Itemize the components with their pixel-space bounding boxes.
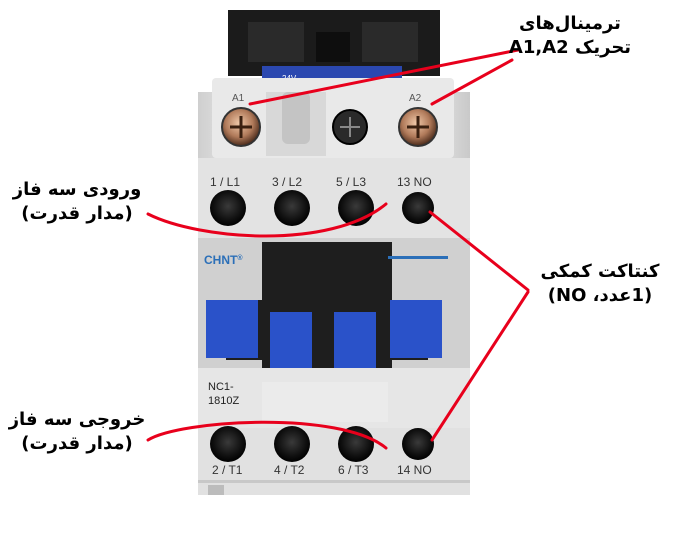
callout-three-phase-input: ورودی سه فاز (مدار قدرت) xyxy=(2,178,152,227)
callout-aux-line-2: (1عدد، NO) xyxy=(547,285,653,307)
label-6-t3: 6 / T3 xyxy=(338,463,369,477)
label-13-no: 13 NO xyxy=(397,175,432,189)
svg-text:CHNT®: CHNT® xyxy=(204,253,243,267)
coil-terminal-screws xyxy=(221,107,438,147)
brand-registered-mark: ® xyxy=(237,254,243,262)
upper-terminal-holes xyxy=(210,190,434,226)
blue-actuator-blocks xyxy=(206,300,442,368)
input-arc xyxy=(146,202,388,238)
leader-aux-lower xyxy=(430,290,530,442)
model-line-2: 1810Z xyxy=(208,395,239,407)
label-a2: A2 xyxy=(409,93,422,104)
label-1-l1: 1 / L1 xyxy=(210,175,240,189)
callout-auxiliary-contact: کنتاکت کمکی (1عدد، NO) xyxy=(520,260,680,309)
lower-terminal-holes xyxy=(210,426,434,462)
model-line-1: NC1- xyxy=(208,381,234,393)
label-14-no: 14 NO xyxy=(397,463,432,477)
label-2-t1: 2 / T1 xyxy=(212,463,243,477)
callout-coil-terminals: ترمینال‌های تحریک A1,A2 xyxy=(470,12,670,61)
callout-input-line-2: (مدار قدرت) xyxy=(21,203,133,225)
leader-aux-upper xyxy=(428,210,530,292)
brand-logo: CHNT xyxy=(204,253,238,267)
leader-a2 xyxy=(430,58,514,106)
callout-coil-line-2: تحریک A1,A2 xyxy=(508,37,632,59)
output-arc xyxy=(146,420,388,450)
callout-output-line-2: (مدار قدرت) xyxy=(21,433,133,455)
callout-coil-line-1: ترمینال‌های xyxy=(519,13,621,34)
callout-input-line-1: ورودی سه فاز xyxy=(12,179,142,200)
top-mounting-bracket xyxy=(228,10,440,86)
label-a1: A1 xyxy=(232,93,245,104)
callout-output-line-1: خروجی سه فاز xyxy=(8,409,146,430)
callout-aux-line-1: کنتاکت کمکی xyxy=(540,261,660,282)
label-5-l3: 5 / L3 xyxy=(336,175,366,189)
red-annotations xyxy=(146,48,530,450)
label-3-l2: 3 / L2 xyxy=(272,175,302,189)
label-4-t2: 4 / T2 xyxy=(274,463,305,477)
blue-stripe xyxy=(388,256,448,259)
leader-a1 xyxy=(248,48,520,106)
callout-three-phase-output: خروجی سه فاز (مدار قدرت) xyxy=(2,408,152,457)
